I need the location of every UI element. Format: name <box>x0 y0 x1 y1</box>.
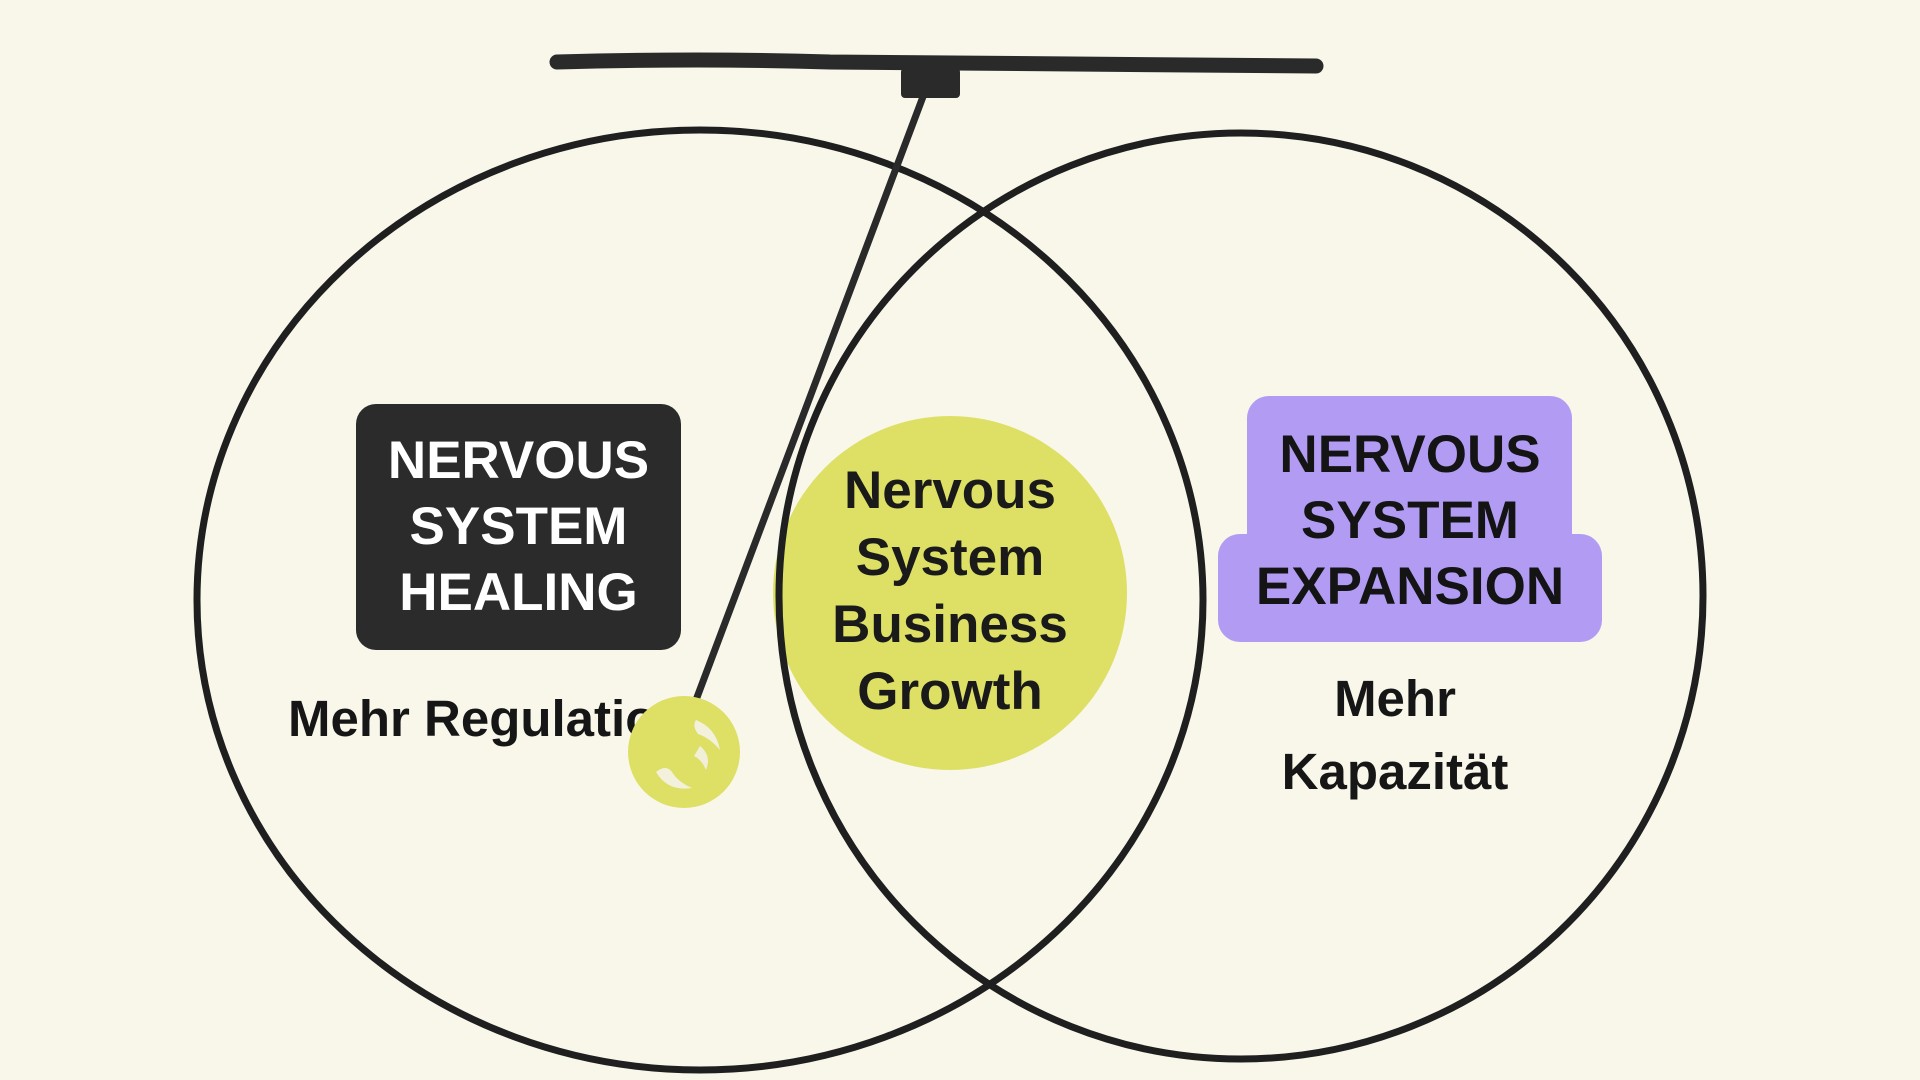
nervous-system-expansion-box: NERVOUS SYSTEM EXPANSION <box>1218 396 1602 642</box>
center-line-1: Nervous <box>843 461 1057 520</box>
business-growth-center: Nervous System Business Growth <box>780 416 1120 766</box>
right-venn-circle <box>775 129 1707 1063</box>
expansion-line-1: NERVOUS <box>1279 425 1541 484</box>
pendulum-pivot <box>901 68 960 98</box>
right-sub-line-1: Mehr <box>1334 670 1456 727</box>
left-venn-circle <box>193 126 1207 1074</box>
business-growth-label: Nervous System Business Growth <box>832 457 1068 725</box>
center-line-2: System <box>855 528 1045 587</box>
expansion-line-2: SYSTEM <box>1301 491 1519 550</box>
nervous-system-expansion-label: NERVOUS SYSTEM EXPANSION <box>1218 422 1602 620</box>
right-sub-label: Mehr Kapazität <box>1240 662 1550 808</box>
pendulum-bar <box>549 52 1324 74</box>
center-highlight-circle <box>773 416 1127 770</box>
expansion-line-3: EXPANSION <box>1255 557 1565 616</box>
center-line-4: Growth <box>857 662 1043 721</box>
healing-line-2: SYSTEM <box>409 497 628 556</box>
left-sub-label: Mehr Regulation <box>288 690 688 747</box>
nervous-system-healing-box: NERVOUS SYSTEM HEALING <box>356 404 681 650</box>
healing-line-1: NERVOUS <box>387 431 650 490</box>
healing-line-3: HEALING <box>399 563 638 622</box>
expansion-box-bottom <box>1218 534 1602 642</box>
right-sub-line-2: Kapazität <box>1281 743 1509 800</box>
nervous-system-healing-label: NERVOUS SYSTEM HEALING <box>388 428 649 626</box>
pendulum-icon <box>628 696 740 808</box>
pendulum-string <box>692 90 928 704</box>
center-line-3: Business <box>832 595 1068 654</box>
